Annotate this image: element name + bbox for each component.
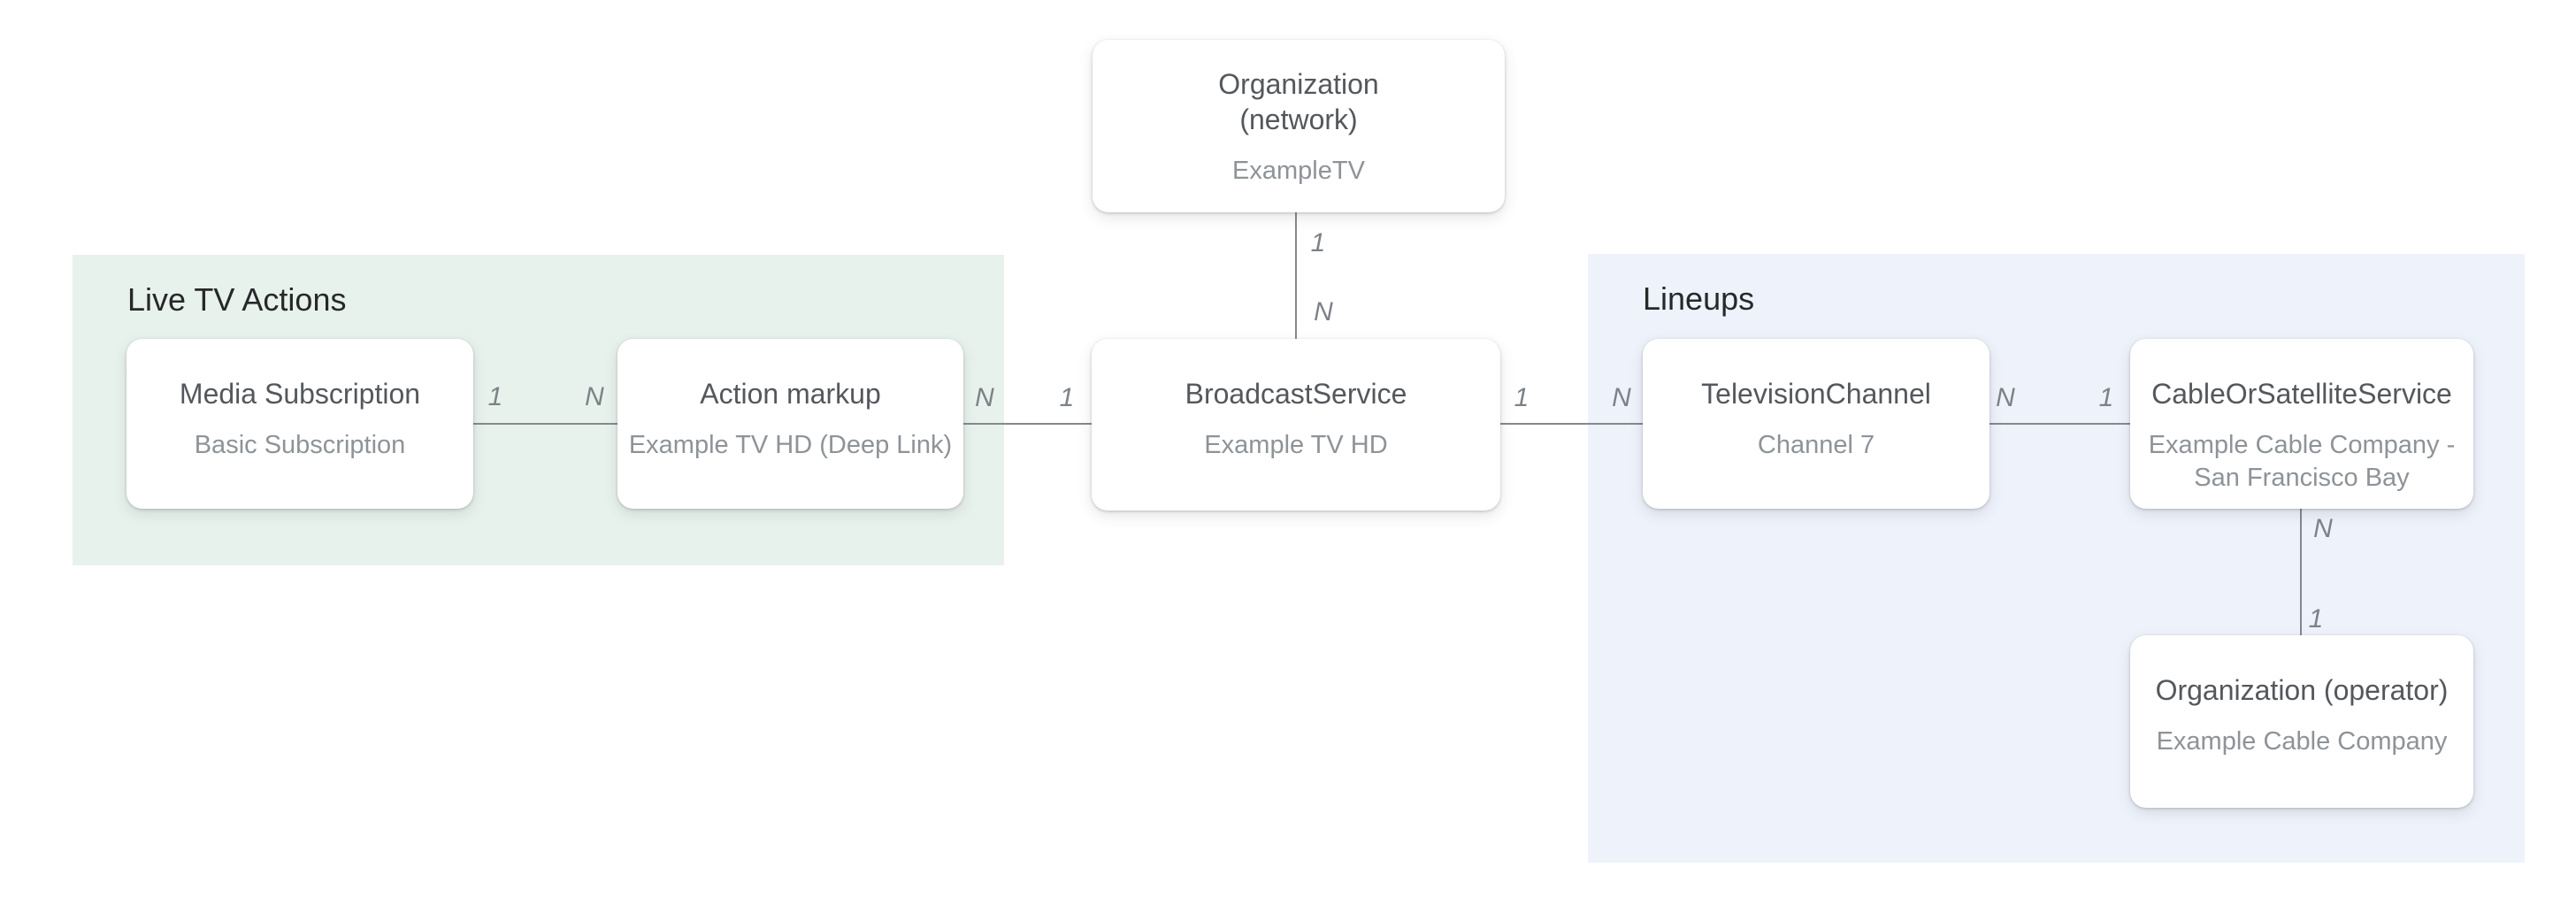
node-broadcast-service: BroadcastService Example TV HD <box>1092 339 1500 511</box>
node-title: TelevisionChannel <box>1701 378 1931 410</box>
cardinality-network-to-broadcast-start: 1 <box>1310 228 1326 257</box>
node-title: CableOrSatelliteService <box>2151 378 2452 410</box>
cardinality-action-to-broadcast-end: 1 <box>1059 383 1075 412</box>
cardinality-broadcast-to-channel-end: N <box>1612 383 1631 412</box>
edge-cable-to-operator <box>2300 509 2302 635</box>
node-subtitle: ExampleTV <box>1232 157 1365 185</box>
edge-channel-to-cable <box>1990 423 2130 425</box>
node-title: Organization (network) <box>1218 68 1379 135</box>
node-action-markup: Action markup Example TV HD (Deep Link) <box>617 339 963 509</box>
node-subtitle: Example Cable Company - San Francisco Ba… <box>2148 431 2456 492</box>
node-title: Action markup <box>700 378 881 410</box>
cardinality-action-to-broadcast-start: N <box>975 383 994 412</box>
node-subtitle: Example Cable Company <box>2156 727 2448 756</box>
node-organization-operator: Organization (operator) Example Cable Co… <box>2130 635 2473 808</box>
edge-media-to-action <box>473 423 617 425</box>
cardinality-channel-to-cable-start: N <box>1996 383 2015 412</box>
node-media-subscription: Media Subscription Basic Subscription <box>126 339 473 509</box>
node-title: BroadcastService <box>1184 378 1407 410</box>
node-title: Organization (operator) <box>2155 674 2449 706</box>
edge-action-to-broadcast <box>963 423 1092 425</box>
cardinality-cable-to-operator-start: N <box>2313 514 2333 543</box>
node-subtitle: Channel 7 <box>1757 431 1875 459</box>
node-title: Media Subscription <box>179 378 421 410</box>
cardinality-media-to-action-end: N <box>585 382 604 411</box>
node-subtitle: Basic Subscription <box>194 431 406 459</box>
node-television-channel: TelevisionChannel Channel 7 <box>1643 339 1990 509</box>
node-organization-network: Organization (network) ExampleTV <box>1092 40 1505 212</box>
node-subtitle: Example TV HD (Deep Link) <box>628 431 953 459</box>
cardinality-cable-to-operator-end: 1 <box>2308 604 2324 633</box>
edge-broadcast-to-channel <box>1500 423 1643 425</box>
region-title-live-tv-actions: Live TV Actions <box>127 281 347 318</box>
cardinality-media-to-action-start: 1 <box>487 382 503 411</box>
cardinality-network-to-broadcast-end: N <box>1314 297 1333 326</box>
node-subtitle: Example TV HD <box>1204 431 1388 459</box>
region-title-lineups: Lineups <box>1643 280 1755 317</box>
node-cable-or-satellite-service: CableOrSatelliteService Example Cable Co… <box>2130 339 2473 509</box>
cardinality-channel-to-cable-end: 1 <box>2098 383 2114 412</box>
cardinality-broadcast-to-channel-start: 1 <box>1514 383 1530 412</box>
edge-network-to-broadcast <box>1295 212 1297 339</box>
